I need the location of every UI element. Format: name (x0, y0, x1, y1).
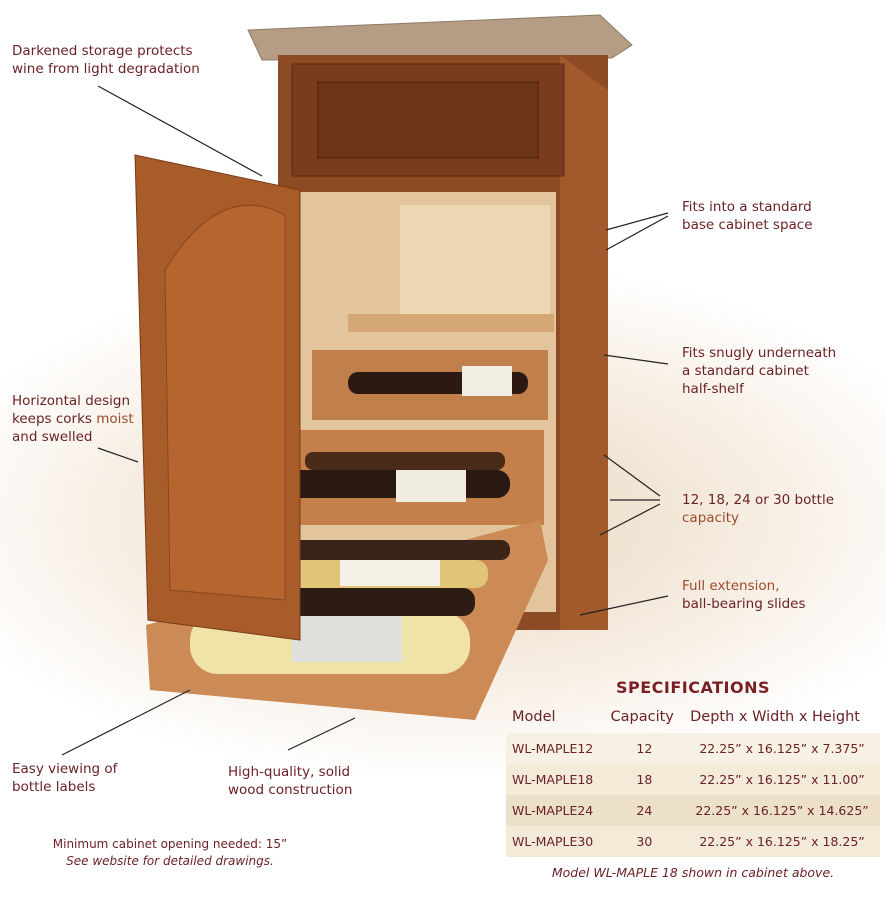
header-capacity: Capacity (610, 709, 674, 725)
callout-line: Easy viewing of (12, 761, 118, 777)
table-row: WL-MAPLE30 30 22.25” x 16.125” x 18.25” (506, 826, 880, 857)
callout-line: Fits snugly underneath (682, 345, 837, 361)
cell-capacity: 12 (636, 741, 653, 756)
callout-line: wine from light degradation (12, 61, 200, 77)
callout-line: ball-bearing slides (682, 596, 806, 612)
opening-note: Minimum cabinet opening needed: 15” See … (40, 836, 300, 870)
cell-dimensions: 22.25” x 16.125” x 7.375” (699, 741, 865, 756)
cell-dimensions: 22.25” x 16.125” x 14.625” (695, 803, 869, 818)
countertop (247, 14, 633, 61)
callout-line: Horizontal design (12, 393, 131, 409)
callout-line: a standard cabinet (682, 363, 809, 379)
cell-model: WL-MAPLE30 (512, 834, 594, 849)
callout-lines (61, 85, 669, 756)
cell-model: WL-MAPLE18 (512, 772, 594, 787)
pullout-drawer-1 (312, 350, 548, 420)
callout-extension: Full extension, ball-bearing slides (682, 577, 806, 613)
specifications-panel: SPECIFICATIONS Model Capacity Depth x Wi… (506, 678, 880, 880)
pullout-drawer-3 (146, 520, 548, 720)
callout-capacity: 12, 18, 24 or 30 bottle capacity (682, 491, 834, 527)
website-note: See website for detailed drawings. (66, 854, 274, 868)
callout-line: capacity (682, 510, 739, 526)
specs-caption: Model WL-MAPLE 18 shown in cabinet above… (551, 865, 835, 880)
table-row: WL-MAPLE12 12 22.25” x 16.125” x 7.375” (506, 733, 880, 764)
cell-dimensions: 22.25” x 16.125” x 11.00” (699, 772, 865, 787)
callout-line: 12, 18, 24 or 30 bottle (682, 492, 835, 508)
callout-line: bottle labels (12, 779, 96, 795)
callout-line: Full extension, (682, 578, 780, 594)
table-header-row: Model Capacity Depth x Width x Height (506, 705, 880, 733)
callout-easy-viewing: Easy viewing of bottle labels (12, 760, 117, 796)
callout-horizontal: Horizontal design keeps corks moist and … (12, 392, 134, 446)
callout-line: and swelled (12, 429, 93, 445)
header-dimensions: Depth x Width x Height (690, 709, 860, 725)
callout-fits-snug: Fits snugly underneath a standard cabine… (682, 344, 836, 398)
table-row: WL-MAPLE24 24 22.25” x 16.125” x 14.625” (506, 795, 880, 826)
specs-title: SPECIFICATIONS (615, 678, 771, 697)
cell-capacity: 24 (636, 803, 653, 818)
header-model: Model (512, 709, 556, 725)
half-shelf (348, 314, 554, 332)
min-opening-text: Minimum cabinet opening needed: 15” (52, 837, 288, 851)
callout-line: Darkened storage protects (12, 43, 193, 59)
callout-accent: moist (96, 411, 134, 427)
table-row: WL-MAPLE18 18 22.25” x 16.125” x 11.00” (506, 764, 880, 795)
callout-line: High-quality, solid (228, 764, 351, 780)
specs-table: Model Capacity Depth x Width x Height WL… (506, 705, 880, 857)
callout-fits-base: Fits into a standard base cabinet space (682, 198, 813, 234)
callout-darkened-storage: Darkened storage protects wine from ligh… (12, 42, 200, 78)
callout-line: base cabinet space (682, 217, 813, 233)
callout-line: keeps corks (12, 411, 97, 427)
callout-quality: High-quality, solid wood construction (228, 763, 352, 799)
cell-dimensions: 22.25” x 16.125” x 18.25” (699, 834, 865, 849)
cell-model: WL-MAPLE24 (512, 803, 594, 818)
cell-capacity: 30 (636, 834, 653, 849)
callout-line: wood construction (228, 782, 353, 798)
cell-capacity: 18 (636, 772, 653, 787)
callout-line: half-shelf (682, 381, 744, 397)
callout-line: Fits into a standard (682, 199, 812, 215)
cell-model: WL-MAPLE12 (512, 741, 594, 756)
